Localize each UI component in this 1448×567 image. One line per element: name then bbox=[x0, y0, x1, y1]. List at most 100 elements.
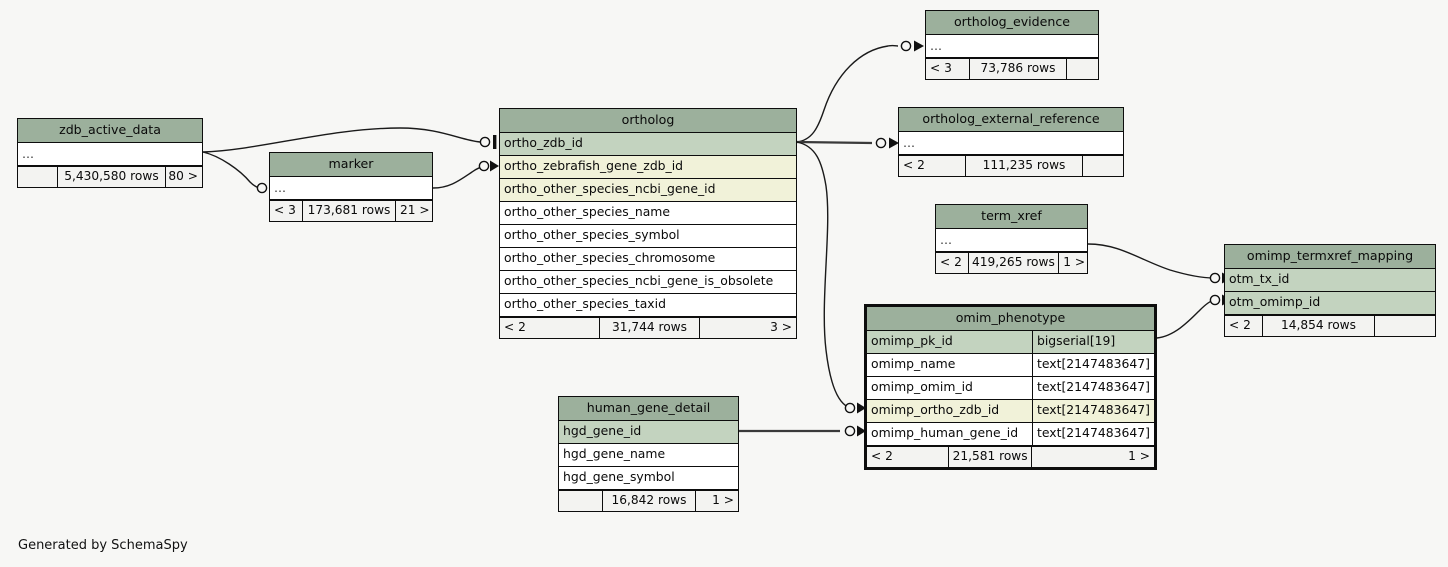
column-name: otm_omimp_id bbox=[1229, 296, 1321, 309]
column-row[interactable]: … bbox=[926, 34, 1098, 58]
table-footer: < 2 21,581 rows 1 > bbox=[867, 445, 1154, 467]
connector-circle bbox=[900, 40, 912, 52]
table-footer: < 3 73,786 rows bbox=[926, 57, 1098, 79]
footer-parent-count: < 2 bbox=[500, 317, 600, 338]
column-name: hgd_gene_id bbox=[563, 425, 642, 438]
edge-omim-phenotype-to-omimp-termxref-mapping bbox=[1156, 299, 1215, 339]
column-row-ortho-zdb-id[interactable]: ortho_zdb_id bbox=[500, 132, 796, 156]
footer-child-count: 1 > bbox=[1128, 449, 1150, 464]
column-type: text[2147483647] bbox=[1032, 422, 1154, 445]
table-omimp-termxref-mapping[interactable]: omimp_termxref_mapping otm_tx_id otm_omi… bbox=[1224, 244, 1436, 337]
edge-zdb-active-data-to-ortholog bbox=[202, 127, 481, 153]
footer-parent-count: < 2 bbox=[899, 155, 966, 176]
column-row-otm-tx-id[interactable]: otm_tx_id bbox=[1225, 268, 1435, 292]
table-footer: < 2 31,744 rows 3 > bbox=[500, 316, 796, 338]
column-row-ortho-other-species-ncbi-gene-id[interactable]: ortho_other_species_ncbi_gene_id bbox=[500, 178, 796, 202]
table-title: ortholog_external_reference bbox=[899, 108, 1123, 132]
column-row-omimp-omim-id[interactable]: omimp_omim_id text[2147483647] bbox=[867, 376, 1154, 400]
column-row-ortho-other-species-symbol[interactable]: ortho_other_species_symbol bbox=[500, 224, 796, 248]
column-name: omimp_ortho_zdb_id bbox=[871, 404, 1000, 417]
table-term-xref[interactable]: term_xref … < 2 419,265 rows 1 > bbox=[935, 204, 1088, 274]
column-row-omimp-human-gene-id[interactable]: omimp_human_gene_id text[2147483647] bbox=[867, 422, 1154, 446]
footer-parent-count bbox=[18, 166, 58, 187]
column-row-ortho-zebrafish-gene-zdb-id[interactable]: ortho_zebrafish_gene_zdb_id bbox=[500, 155, 796, 179]
column-row-ortho-other-species-taxid[interactable]: ortho_other_species_taxid bbox=[500, 293, 796, 317]
table-title: term_xref bbox=[936, 205, 1087, 229]
column-name: ortho_other_species_name bbox=[504, 206, 670, 219]
column-name: … bbox=[274, 181, 287, 194]
footer-parent-count: < 3 bbox=[926, 58, 970, 79]
column-name: ortho_zebrafish_gene_zdb_id bbox=[504, 160, 684, 173]
column-row-hgd-gene-id[interactable]: hgd_gene_id bbox=[559, 420, 738, 444]
column-name: ortho_other_species_ncbi_gene_id bbox=[504, 183, 716, 196]
column-row-ortho-other-species-chromosome[interactable]: ortho_other_species_chromosome bbox=[500, 247, 796, 271]
footer-parent-count: < 2 bbox=[936, 252, 969, 273]
column-row-otm-omimp-id[interactable]: otm_omimp_id bbox=[1225, 291, 1435, 315]
column-name: ortho_other_species_chromosome bbox=[504, 252, 716, 265]
connector-arrow bbox=[490, 160, 499, 172]
column-name: … bbox=[903, 136, 916, 149]
table-title: ortholog bbox=[500, 109, 796, 133]
table-ortholog[interactable]: ortholog ortho_zdb_id ortho_zebrafish_ge… bbox=[499, 108, 797, 339]
column-name: … bbox=[940, 233, 953, 246]
connector-circle bbox=[1209, 272, 1221, 284]
table-title: omimp_termxref_mapping bbox=[1225, 245, 1435, 269]
edge-ortholog-to-omim-phenotype bbox=[796, 141, 849, 408]
column-type: text[2147483647] bbox=[1032, 376, 1154, 399]
table-footer: < 3 173,681 rows 21 > bbox=[270, 199, 432, 221]
column-row[interactable]: … bbox=[936, 228, 1087, 252]
table-footer: < 2 419,265 rows 1 > bbox=[936, 251, 1087, 273]
column-row-omimp-name[interactable]: omimp_name text[2147483647] bbox=[867, 353, 1154, 377]
table-title: omim_phenotype bbox=[867, 307, 1154, 331]
footer-row-count: 73,786 rows bbox=[970, 58, 1067, 79]
footer-row-count: 14,854 rows bbox=[1263, 315, 1375, 336]
table-footer: < 2 14,854 rows bbox=[1225, 314, 1435, 336]
footer-child-count bbox=[1067, 59, 1098, 79]
column-row-hgd-gene-name[interactable]: hgd_gene_name bbox=[559, 443, 738, 467]
table-ortholog-external-reference[interactable]: ortholog_external_reference … < 2 111,23… bbox=[898, 107, 1124, 177]
column-row-omimp-ortho-zdb-id[interactable]: omimp_ortho_zdb_id text[2147483647] bbox=[867, 399, 1154, 423]
footer-row-count: 21,581 rows bbox=[949, 446, 1033, 467]
connector-circle bbox=[844, 425, 856, 437]
column-name: ortho_other_species_symbol bbox=[504, 229, 680, 242]
table-title: ortholog_evidence bbox=[926, 11, 1098, 35]
table-zdb-active-data[interactable]: zdb_active_data … 5,430,580 rows 80 > bbox=[17, 118, 203, 188]
footer-child-count: 1 > bbox=[1063, 255, 1086, 270]
column-row-hgd-gene-symbol[interactable]: hgd_gene_symbol bbox=[559, 466, 738, 490]
table-omim-phenotype[interactable]: omim_phenotype omimp_pk_id bigserial[19]… bbox=[864, 304, 1157, 470]
footer-parent-count bbox=[559, 490, 603, 511]
footer-parent-count: < 2 bbox=[1225, 315, 1263, 336]
connector-circle bbox=[256, 182, 268, 194]
column-row[interactable]: … bbox=[899, 131, 1123, 155]
connector-circle bbox=[1209, 294, 1221, 306]
table-title: human_gene_detail bbox=[559, 397, 738, 421]
column-name: omimp_omim_id bbox=[871, 381, 973, 394]
column-name: omimp_human_gene_id bbox=[871, 427, 1019, 440]
table-title: zdb_active_data bbox=[18, 119, 202, 143]
column-row[interactable]: … bbox=[18, 142, 202, 166]
footer-row-count: 111,235 rows bbox=[966, 155, 1083, 176]
edge-zdb-active-data-to-marker bbox=[202, 151, 260, 189]
connector-arrow bbox=[914, 40, 924, 52]
footer-child-count: 21 > bbox=[400, 203, 430, 218]
column-row[interactable]: … bbox=[270, 176, 432, 200]
connector-bar bbox=[493, 135, 497, 149]
column-name: … bbox=[930, 39, 943, 52]
table-human-gene-detail[interactable]: human_gene_detail hgd_gene_id hgd_gene_n… bbox=[558, 396, 739, 512]
column-row-ortho-other-species-ncbi-gene-is-obsolete[interactable]: ortho_other_species_ncbi_gene_is_obsolet… bbox=[500, 270, 796, 294]
connector-circle bbox=[479, 136, 491, 148]
column-name: omimp_name bbox=[871, 358, 956, 371]
edge-ortholog-to-ortholog-evidence bbox=[796, 44, 899, 143]
footer-row-count: 173,681 rows bbox=[303, 200, 396, 221]
table-title: marker bbox=[270, 153, 432, 177]
footer-row-count: 419,265 rows bbox=[969, 252, 1060, 273]
column-type: text[2147483647] bbox=[1032, 353, 1154, 376]
column-row-omimp-pk-id[interactable]: omimp_pk_id bigserial[19] bbox=[867, 330, 1154, 354]
table-footer: 16,842 rows 1 > bbox=[559, 489, 738, 511]
footer-child-count: 1 > bbox=[712, 493, 734, 508]
table-ortholog-evidence[interactable]: ortholog_evidence … < 3 73,786 rows bbox=[925, 10, 1099, 80]
column-name: ortho_other_species_taxid bbox=[504, 298, 666, 311]
column-row-ortho-other-species-name[interactable]: ortho_other_species_name bbox=[500, 201, 796, 225]
column-type: bigserial[19] bbox=[1032, 330, 1154, 353]
table-marker[interactable]: marker … < 3 173,681 rows 21 > bbox=[269, 152, 433, 222]
